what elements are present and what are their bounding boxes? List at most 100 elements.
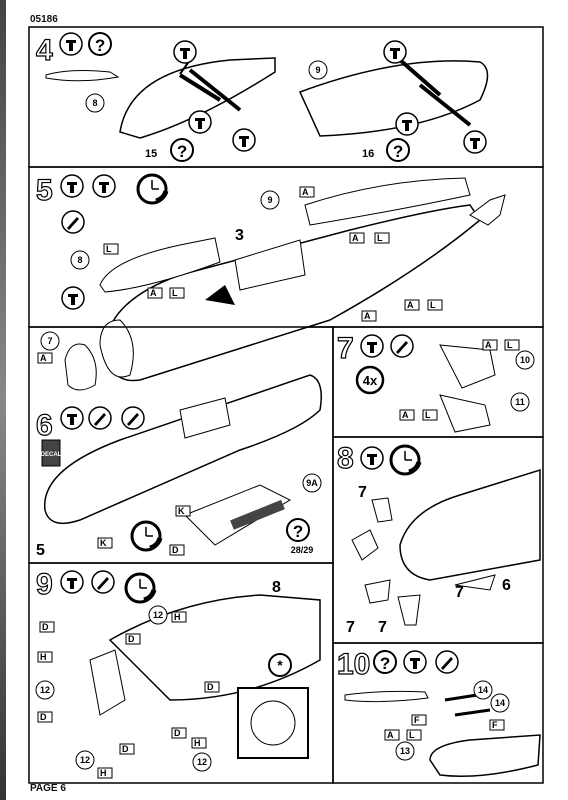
part-number: 7 <box>47 336 52 346</box>
step-8-number: 8 <box>337 442 354 475</box>
part-number: 5 <box>36 542 45 559</box>
brush-icon <box>88 406 112 430</box>
svg-text:D: D <box>40 712 47 722</box>
part-number: 9 <box>315 65 320 75</box>
step-10-number: 10 <box>337 648 370 681</box>
rudder-part-11 <box>439 394 491 433</box>
svg-text:A: A <box>485 340 492 350</box>
glue-icon <box>403 650 427 674</box>
svg-text:H: H <box>40 652 47 662</box>
propeller-guard <box>237 687 309 759</box>
svg-text:12: 12 <box>80 755 90 765</box>
hull-half-left <box>119 57 276 139</box>
rudder-part-10 <box>439 344 496 389</box>
svg-text:D: D <box>128 634 135 644</box>
stern-hull <box>399 468 541 581</box>
svg-text:DECAL: DECAL <box>41 452 62 458</box>
glue-icon <box>60 570 84 594</box>
brush-icon <box>121 406 145 430</box>
step-7-number: 7 <box>337 332 354 365</box>
reference-pages: 28/29 <box>291 545 314 555</box>
page-number: PAGE 6 <box>30 783 66 794</box>
step-6-number: 6 <box>36 409 53 442</box>
svg-text:14: 14 <box>478 685 488 695</box>
svg-text:D: D <box>122 744 129 754</box>
marker-labels: D H D H D D D H D H <box>37 611 220 779</box>
part-number: 11 <box>515 397 525 407</box>
asterisk-icon: * <box>277 657 283 673</box>
next-step-ref: 15 <box>145 148 157 160</box>
glue-icon <box>463 130 487 154</box>
question-icon <box>373 650 397 674</box>
glue-icon <box>61 286 85 310</box>
submarine-thumbnail-icon <box>45 70 120 82</box>
svg-text:L: L <box>377 233 383 243</box>
question-icon <box>286 518 310 542</box>
svg-text:14: 14 <box>495 698 505 708</box>
scan-edge <box>0 0 6 800</box>
svg-text:H: H <box>100 768 107 778</box>
part-number: 7 <box>378 619 387 636</box>
rail-part-14 <box>454 708 491 717</box>
stand-part-9a <box>184 484 292 546</box>
conning-tower <box>234 239 306 291</box>
part-number: 7 <box>346 619 355 636</box>
svg-text:13: 13 <box>400 746 410 756</box>
glue-icon <box>60 406 84 430</box>
svg-text:A: A <box>402 410 409 420</box>
svg-text:12: 12 <box>153 610 163 620</box>
submarine-thumbnail-icon <box>344 690 429 703</box>
question-icon <box>386 138 410 162</box>
part-number: 8 <box>77 255 82 265</box>
glue-icon <box>360 446 384 470</box>
clock-icon <box>126 574 154 602</box>
svg-text:D: D <box>174 728 181 738</box>
svg-text:H: H <box>194 738 201 748</box>
svg-text:12: 12 <box>40 685 50 695</box>
part-number: 9A <box>306 478 318 488</box>
next-step-ref: 16 <box>362 148 374 160</box>
deck-part-9 <box>304 177 471 226</box>
svg-text:K: K <box>100 538 107 548</box>
svg-text:L: L <box>172 288 178 298</box>
part-number: 7 <box>358 484 367 501</box>
glue-icon <box>383 40 407 64</box>
svg-text:D: D <box>207 682 214 692</box>
question-icon <box>88 32 112 56</box>
svg-text:A: A <box>302 187 309 197</box>
brush-icon <box>61 210 85 234</box>
clock-icon <box>391 446 419 474</box>
svg-text:A: A <box>40 353 47 363</box>
svg-text:A: A <box>407 300 414 310</box>
clock-icon <box>138 175 166 203</box>
glue-icon <box>360 334 384 358</box>
svg-text:A: A <box>387 730 394 740</box>
marker-labels: A A L A L A A L A L <box>37 186 443 364</box>
bow-part-7 <box>64 343 97 391</box>
brush-icon <box>91 570 115 594</box>
decal-bottle-icon <box>41 439 61 467</box>
step-10-frame <box>332 642 544 784</box>
part-number: 7 <box>455 584 464 601</box>
svg-text:A: A <box>150 288 157 298</box>
part-number: 8 <box>92 98 97 108</box>
svg-text:L: L <box>409 730 415 740</box>
kit-code: 05186 <box>30 14 58 25</box>
deck-part-13 <box>429 734 541 777</box>
svg-text:L: L <box>106 244 112 254</box>
part-number: 9 <box>267 195 272 205</box>
question-icon <box>170 138 194 162</box>
part-number: 8 <box>272 579 281 596</box>
step-9-number: 9 <box>36 568 53 601</box>
glue-icon <box>188 110 212 134</box>
part-number: 3 <box>235 227 244 244</box>
hull-half-right <box>298 60 489 137</box>
svg-text:12: 12 <box>197 757 207 767</box>
svg-text:F: F <box>492 720 498 730</box>
part-number: 10 <box>520 355 530 365</box>
step-5-number: 5 <box>36 174 53 207</box>
quantity-multiplier: 4x <box>363 373 378 388</box>
svg-text:A: A <box>352 233 359 243</box>
svg-text:H: H <box>174 612 181 622</box>
